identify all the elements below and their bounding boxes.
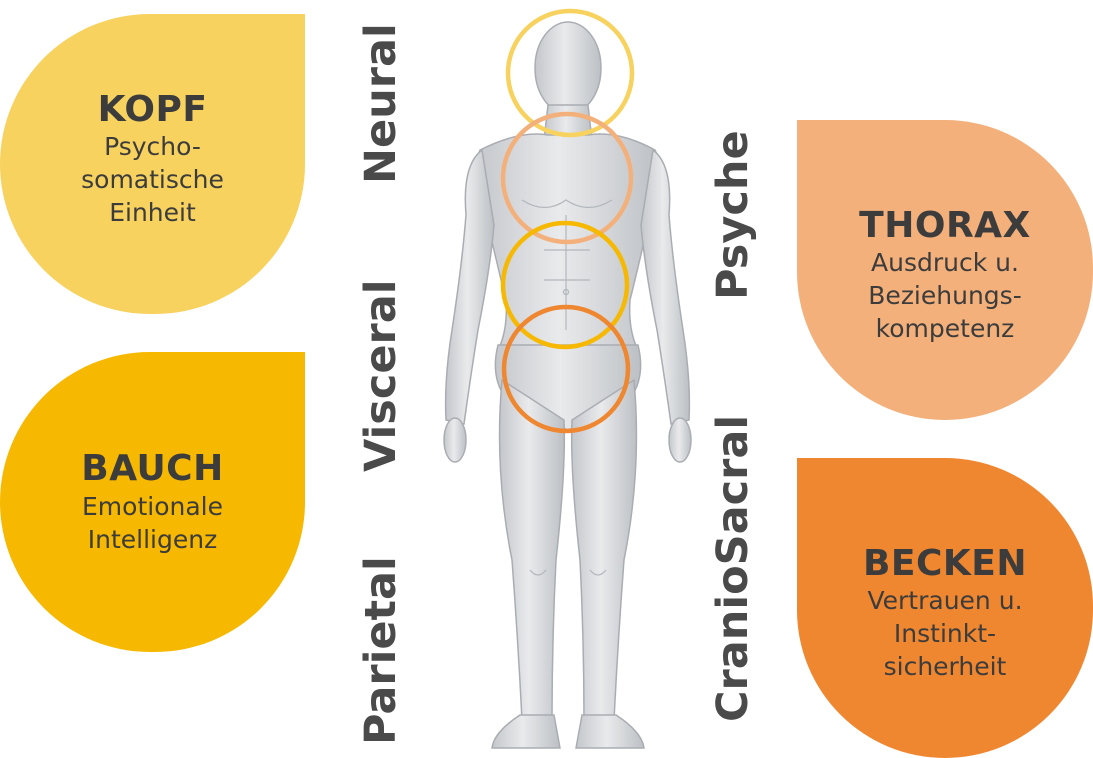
bauch-title: BAUCH	[81, 448, 223, 489]
becken-drop: BECKEN Vertrauen u. Instinkt- sicherheit	[797, 458, 1093, 758]
thorax-subtitle: Ausdruck u. Beziehungs- kompetenz	[868, 246, 1021, 345]
label-craniosacral: CranioSacral	[712, 415, 755, 722]
figure-arm-left	[446, 150, 494, 424]
label-visceral: Visceral	[360, 280, 403, 472]
figure-arm-right	[641, 150, 689, 424]
figure-hand-left	[444, 418, 466, 462]
figure-foot-right	[576, 715, 644, 748]
label-psyche: Psyche	[712, 130, 755, 300]
bauch-drop: BAUCH Emotionale Intelligenz	[0, 352, 305, 652]
label-neural: Neural	[360, 23, 403, 184]
human-body-figure-icon	[420, 0, 710, 758]
figure-hand-right	[669, 418, 691, 462]
kopf-subtitle: Psycho- somatische Einheit	[81, 130, 224, 229]
figure-foot-left	[492, 715, 560, 748]
kopf-title: KOPF	[98, 89, 208, 130]
figure-head	[535, 22, 601, 114]
bauch-subtitle: Emotionale Intelligenz	[82, 490, 223, 556]
thorax-title: THORAX	[859, 205, 1031, 246]
thorax-drop: THORAX Ausdruck u. Beziehungs- kompetenz	[797, 120, 1093, 420]
becken-subtitle: Vertrauen u. Instinkt- sicherheit	[867, 584, 1022, 683]
becken-title: BECKEN	[863, 543, 1027, 584]
kopf-drop: KOPF Psycho- somatische Einheit	[0, 14, 305, 314]
label-parietal: Parietal	[360, 556, 403, 745]
